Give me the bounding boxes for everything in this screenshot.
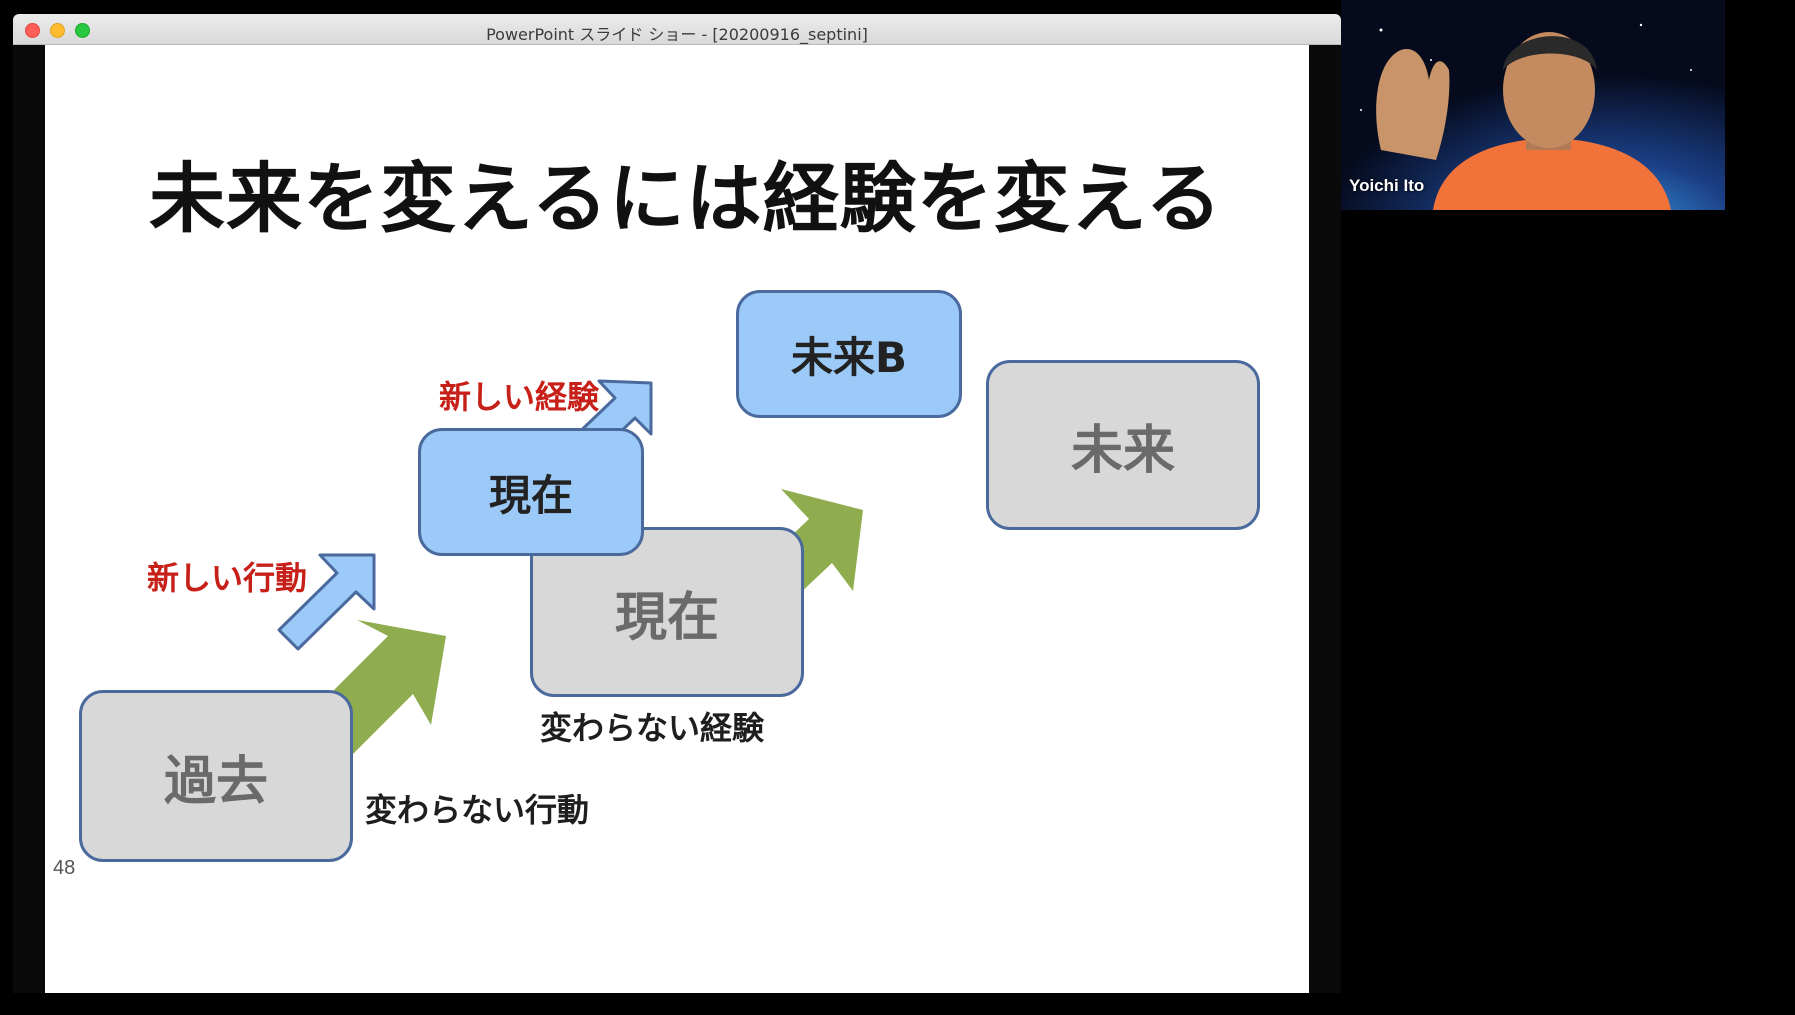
window-title: PowerPoint スライド ショー - [20200916_septini] — [486, 25, 868, 44]
participant-video — [1341, 0, 1725, 210]
label-unchanged-action: 変わらない行動 — [365, 791, 590, 829]
minimize-window-button[interactable] — [50, 23, 65, 38]
video-tile[interactable]: Yoichi Ito — [1341, 0, 1725, 210]
maximize-window-button[interactable] — [75, 23, 90, 38]
box-present-blue: 現在 — [418, 428, 644, 556]
slide[interactable]: 未来を変えるには経験を変える 過去 現在 現在 未来B 未来 新しい行動 新しい… — [45, 45, 1309, 993]
close-window-button[interactable] — [25, 23, 40, 38]
label-new-action: 新しい行動 — [147, 559, 308, 597]
blue-arrow-new-action — [277, 553, 376, 651]
slide-title: 未来を変えるには経験を変える — [149, 154, 1223, 243]
window-titlebar[interactable]: PowerPoint スライド ショー - [20200916_septini] — [13, 14, 1341, 45]
box-future: 未来 — [986, 360, 1260, 530]
arrows-layer — [277, 379, 863, 756]
powerpoint-window: PowerPoint スライド ショー - [20200916_septini]… — [13, 14, 1341, 993]
box-future-b: 未来B — [736, 290, 962, 418]
green-arrow-unchanged-action — [326, 620, 446, 756]
participant-name: Yoichi Ito — [1349, 176, 1425, 195]
slide-page-number: 48 — [53, 857, 76, 879]
box-past: 過去 — [79, 690, 353, 862]
label-unchanged-experience: 変わらない経験 — [540, 709, 765, 747]
label-new-experience: 新しい経験 — [439, 378, 600, 416]
